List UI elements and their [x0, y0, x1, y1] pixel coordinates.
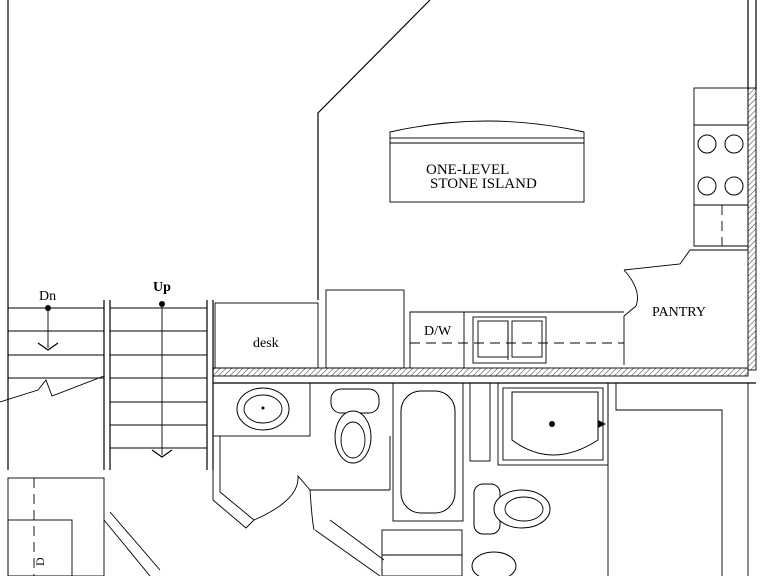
- pantry-label: PANTRY: [652, 305, 706, 320]
- outer-walls: [7, 0, 757, 470]
- right-rooms: [607, 383, 749, 576]
- toilet-2: [473, 483, 551, 535]
- stairs-down-label: Dn: [39, 289, 56, 304]
- kitchen-counter: D/W: [325, 289, 624, 369]
- shower: [497, 382, 609, 466]
- cooktop-counter: [693, 87, 757, 371]
- bathtub: [392, 382, 464, 522]
- stairs-up-label: Up: [153, 280, 171, 295]
- burner: [724, 134, 744, 154]
- kitchen-sink: [472, 316, 547, 364]
- stairs: Dn Up: [0, 280, 214, 470]
- island-label-line1: ONE-LEVEL: [426, 162, 509, 178]
- stairs-down-arrow-icon: [37, 342, 59, 351]
- dishwasher-label: D/W: [424, 324, 452, 339]
- partition-wall: [212, 367, 756, 384]
- bathroom: [212, 382, 491, 531]
- laundry-area: D: [7, 477, 161, 576]
- dryer-label: D: [33, 557, 47, 566]
- stairs-up-arrow-icon: [151, 449, 173, 458]
- burner: [697, 134, 717, 154]
- stair-treads-left: [8, 307, 104, 379]
- sink-bottom: [471, 551, 517, 576]
- desk-label: desk: [253, 336, 279, 351]
- stair-break-line: [0, 375, 105, 403]
- stone-island: ONE-LEVEL STONE ISLAND: [389, 120, 585, 203]
- burner: [724, 176, 744, 196]
- desk: desk: [214, 302, 319, 369]
- pantry: PANTRY: [623, 249, 748, 365]
- cooktop-burners: [697, 134, 744, 196]
- burner: [697, 176, 717, 196]
- island-label-line2: STONE ISLAND: [430, 176, 537, 192]
- stair-treads-right: [110, 307, 207, 449]
- lower-walls: [314, 519, 463, 576]
- toilet: [330, 388, 380, 464]
